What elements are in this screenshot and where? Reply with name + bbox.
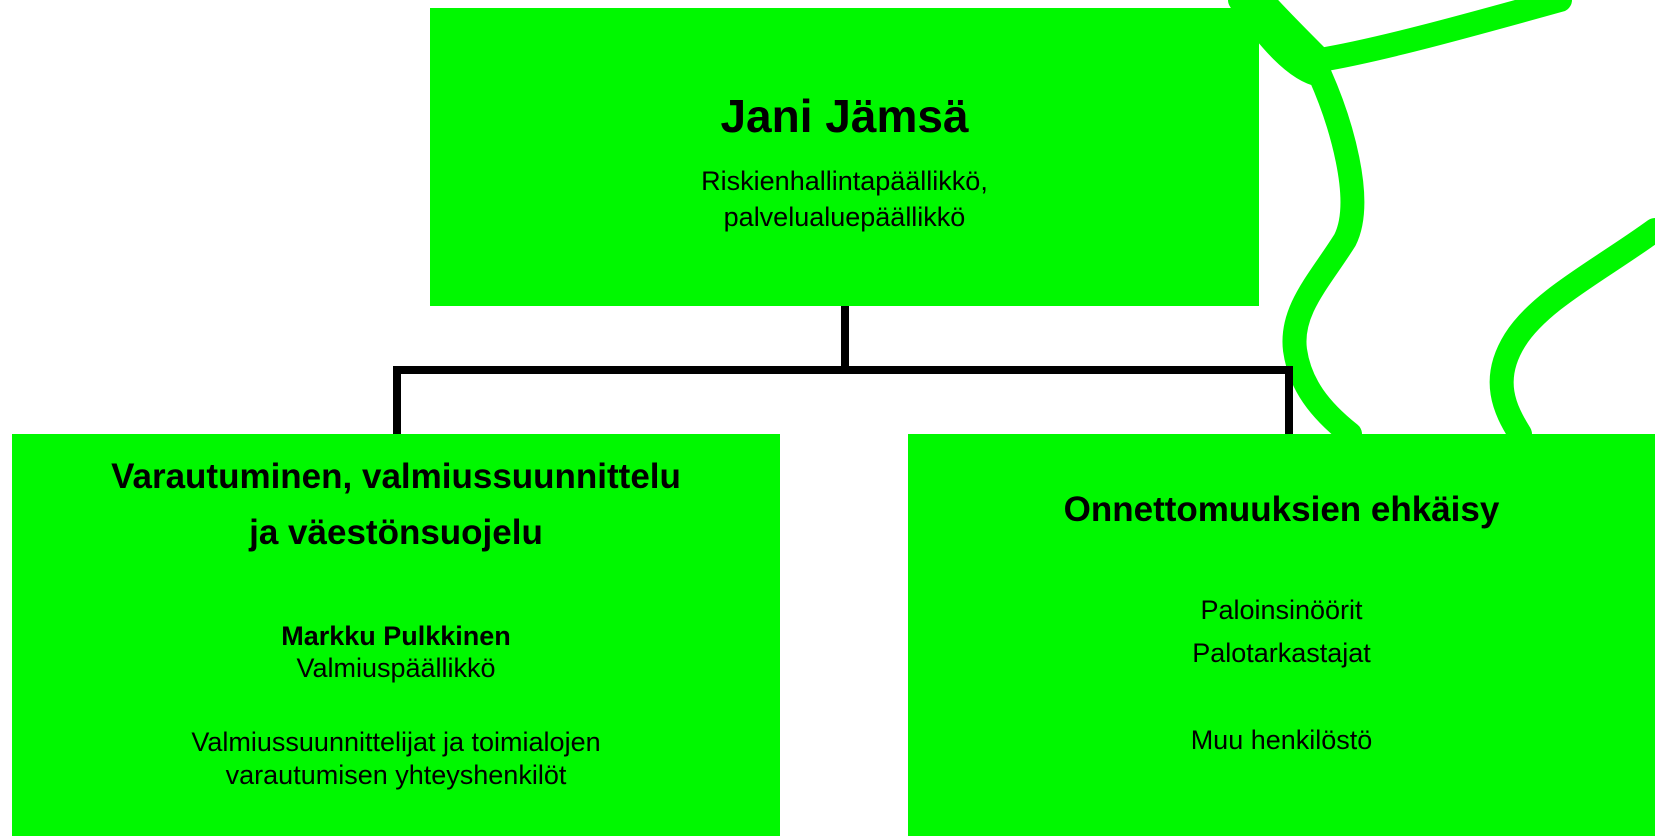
org-node-prevention: Onnettomuuksien ehkäisy Paloinsinöörit P… bbox=[908, 434, 1655, 836]
head-role-line2: palvelualuepäällikkö bbox=[723, 202, 966, 232]
org-node-head: Jani Jämsä Riskienhallintapäällikkö, pal… bbox=[430, 8, 1259, 306]
prevention-item-engineers: Paloinsinöörit bbox=[1200, 595, 1363, 625]
ribbon-curve-top-icon bbox=[1250, 0, 1572, 72]
org-node-preparedness: Varautuminen, valmiussuunnittelu ja väes… bbox=[12, 434, 780, 836]
prevention-heading: Onnettomuuksien ehkäisy bbox=[1063, 490, 1500, 529]
preparedness-person-title: Valmiuspäällikkö bbox=[296, 653, 496, 683]
ribbon-curve-lower-icon bbox=[1489, 218, 1655, 446]
preparedness-heading-line2: ja väestönsuojelu bbox=[249, 513, 543, 552]
prevention-item-inspectors: Palotarkastajat bbox=[1192, 638, 1371, 668]
preparedness-person-name: Markku Pulkkinen bbox=[281, 621, 511, 651]
preparedness-staff-line1: Valmiussuunnittelijat ja toimialojen bbox=[191, 727, 601, 757]
prevention-item-other-staff: Muu henkilöstö bbox=[1190, 725, 1373, 755]
preparedness-heading-line1: Varautuminen, valmiussuunnittelu bbox=[111, 457, 681, 496]
head-role-line1: Riskienhallintapäällikkö, bbox=[701, 166, 988, 196]
preparedness-staff-line2: varautumisen yhteyshenkilöt bbox=[225, 760, 567, 790]
head-name: Jani Jämsä bbox=[720, 90, 969, 142]
